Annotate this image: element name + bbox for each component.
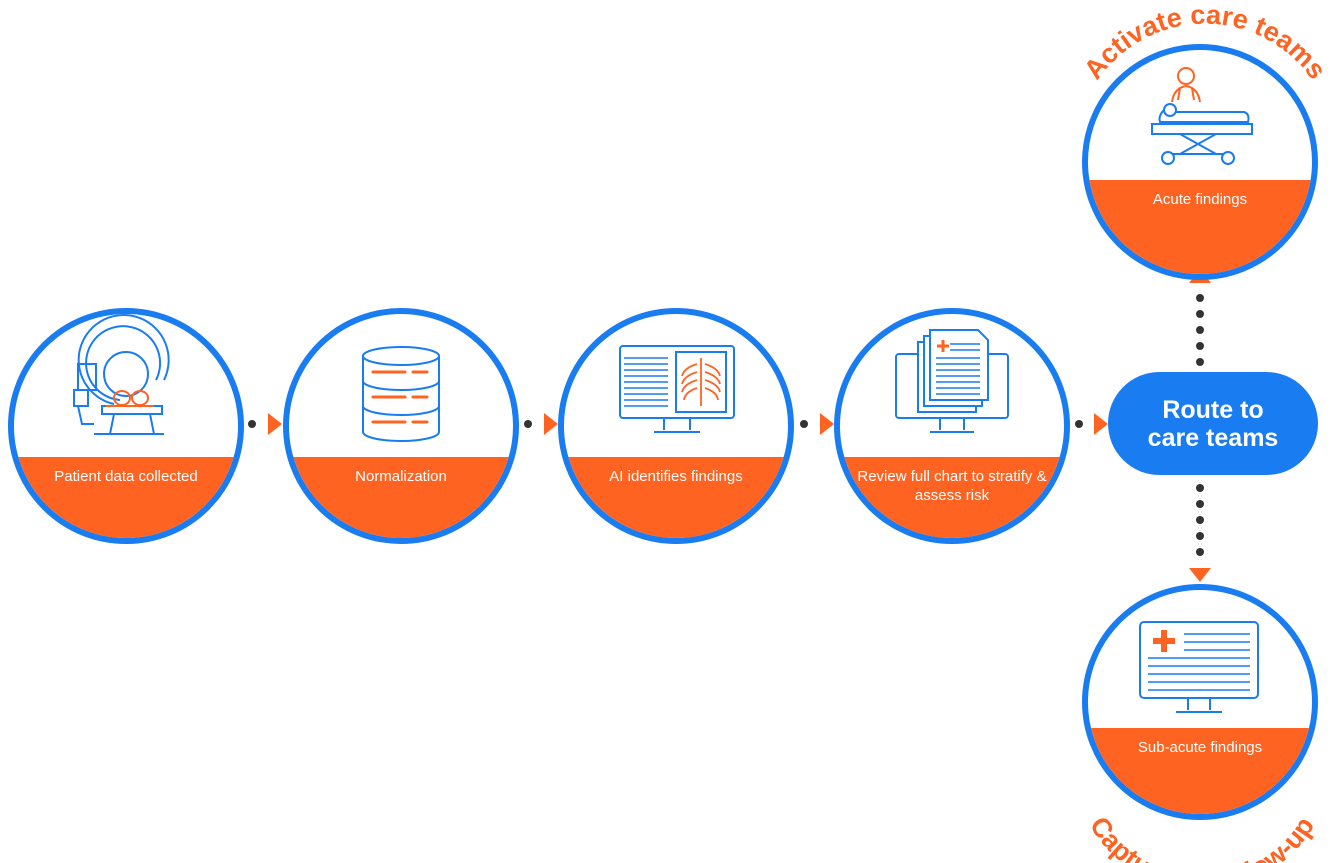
step-band [564, 457, 788, 538]
step-label: Review full chart to stratify & assess r… [857, 468, 1047, 504]
arrow-down-icon [1189, 568, 1211, 582]
route-line-2: care teams [1147, 423, 1279, 452]
outcome-label: Acute findings [1152, 191, 1248, 208]
connector-dot [1196, 294, 1204, 302]
step-normalization: Normalization [283, 308, 519, 544]
connector-dot [524, 420, 532, 428]
step-review-full-chart: Review full chart to stratify & assess r… [834, 308, 1070, 544]
patient-stretcher-doctor-icon [1151, 67, 1253, 165]
step-ai-identifies-findings: AI identifies findings [558, 308, 794, 544]
connector-dot [1196, 516, 1204, 524]
outcome-band [1088, 180, 1312, 274]
connector-dot [1196, 500, 1204, 508]
mri-scanner-icon [73, 314, 170, 435]
outcome-acute-findings: Acute findings [1082, 44, 1318, 280]
chest-xray-monitor-icon [619, 345, 735, 433]
connector-dot [1196, 326, 1204, 334]
database-icon [362, 346, 440, 442]
connector-dot [1196, 342, 1204, 350]
route-line-1: Route to [1162, 395, 1264, 424]
arrow-right-icon [1094, 413, 1108, 435]
step-patient-data-collected: Patient data collected [8, 308, 244, 544]
connector-dot [1196, 310, 1204, 318]
connector-dot [1196, 484, 1204, 492]
connector-dot [1075, 420, 1083, 428]
arrow-right-icon [268, 413, 282, 435]
medical-record-monitor-icon [1139, 621, 1259, 713]
step-band [840, 457, 1064, 538]
step-label: AI identifies findings [609, 468, 743, 485]
connector-dot [1196, 532, 1204, 540]
step-label: Normalization [355, 468, 447, 485]
arrow-right-icon [820, 413, 834, 435]
outcome-band [1088, 728, 1312, 814]
route-to-care-teams: Route to care teams [1108, 372, 1318, 475]
step-band [289, 457, 513, 538]
step-band [14, 457, 238, 538]
medical-chart-monitor-icon [895, 329, 1009, 433]
arrow-right-icon [544, 413, 558, 435]
outcome-sub-acute-findings: Sub-acute findings [1082, 584, 1318, 820]
step-label: Patient data collected [54, 468, 198, 485]
connector-dot [248, 420, 256, 428]
outcome-label: Sub-acute findings [1137, 739, 1263, 756]
connector-dot [1196, 548, 1204, 556]
connector-dot [1196, 358, 1204, 366]
connector-dot [800, 420, 808, 428]
